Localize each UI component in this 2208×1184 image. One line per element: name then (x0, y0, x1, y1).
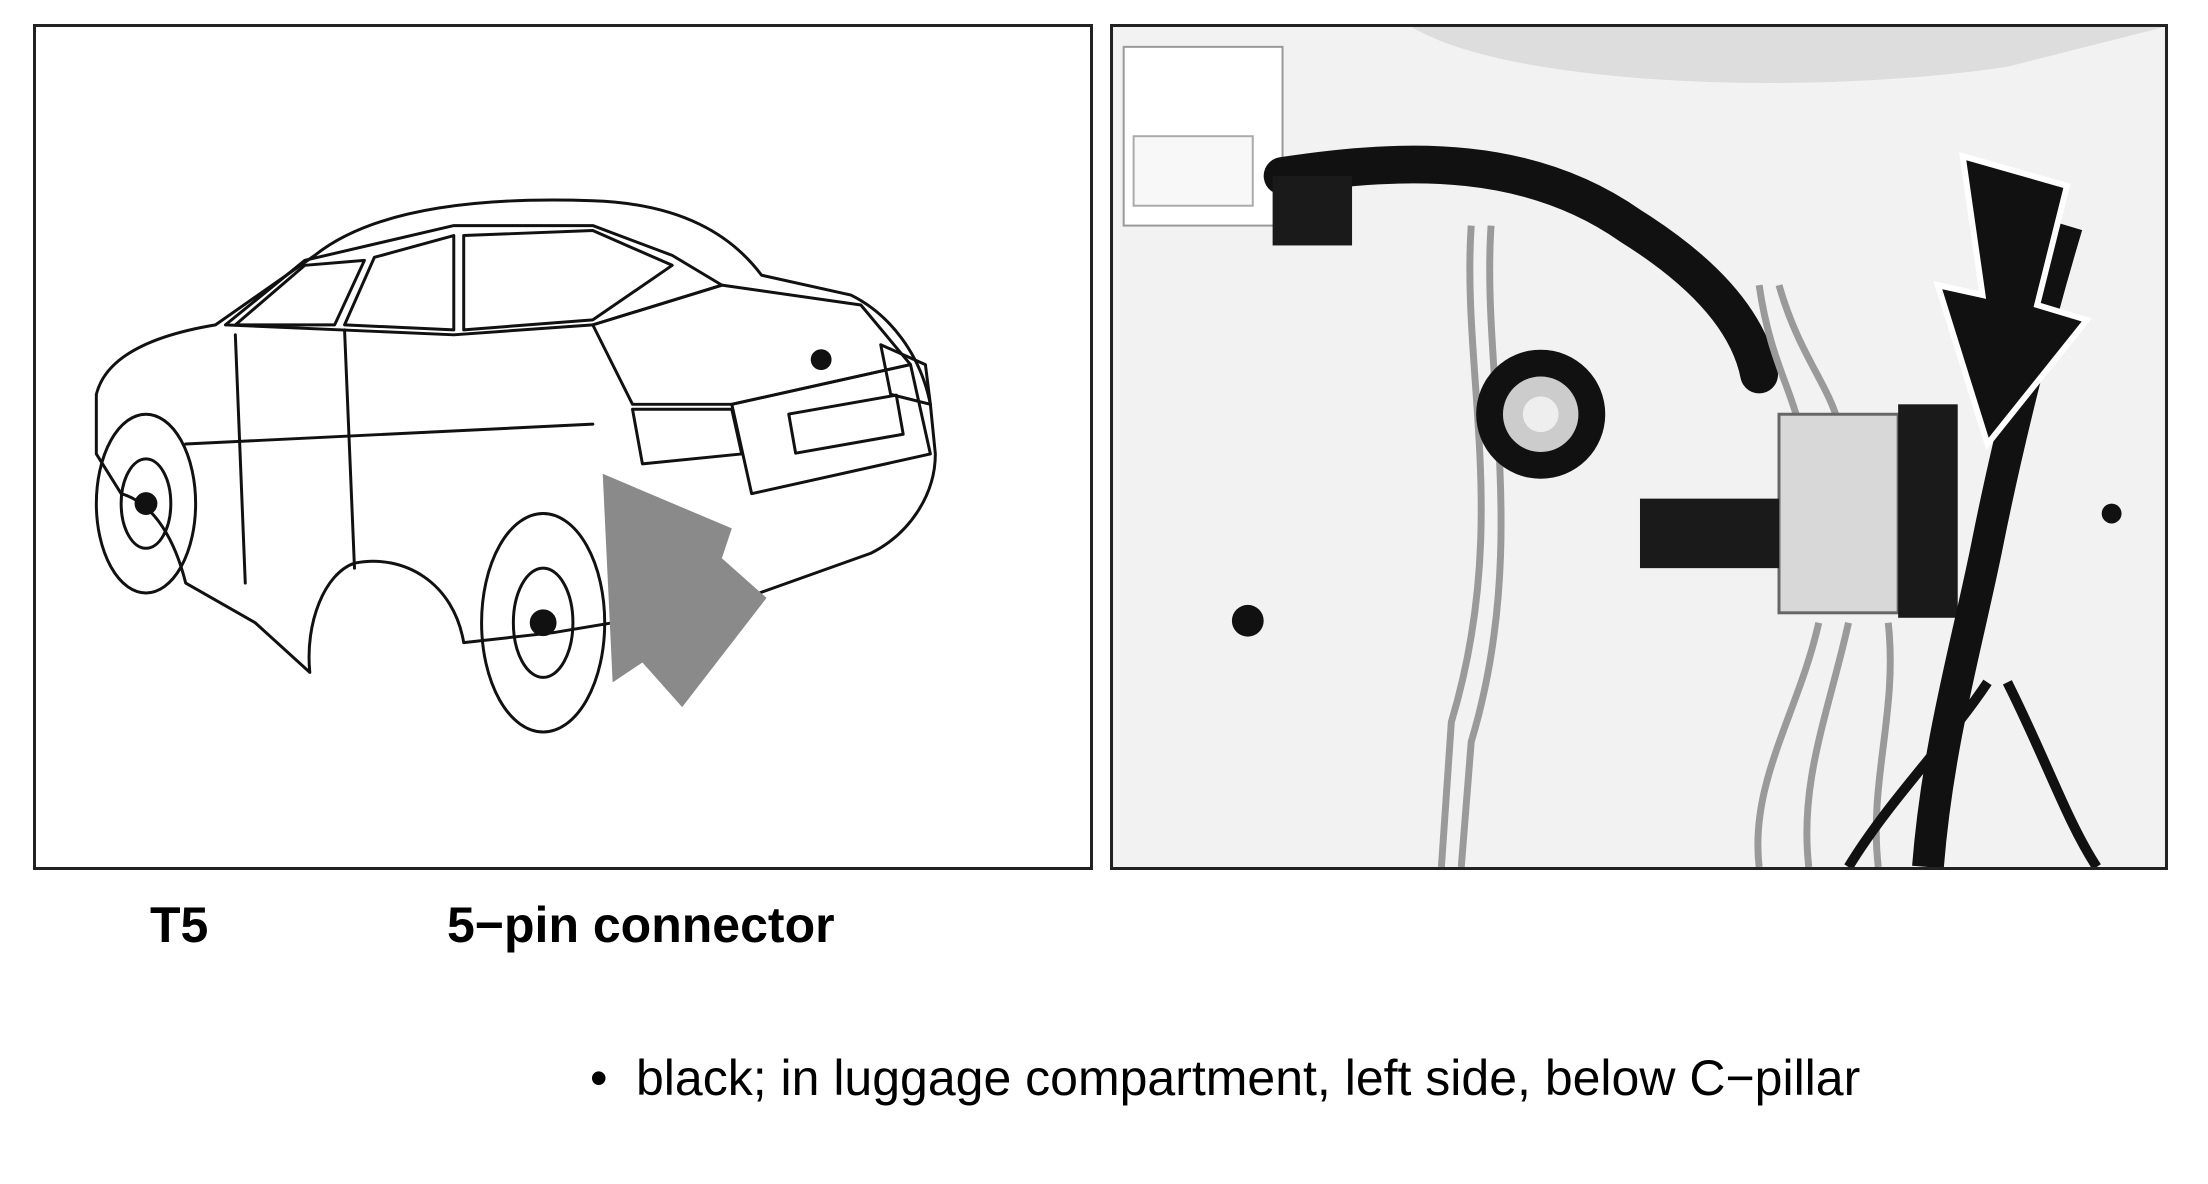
license-plate (787, 393, 905, 455)
black-plug (1272, 175, 1353, 246)
connector-code: T5 (150, 897, 209, 953)
wire-harness (1263, 145, 1779, 394)
pointer-arrow (1933, 151, 2092, 451)
front-wheel (94, 412, 198, 595)
rear-window (462, 229, 674, 332)
rear-door-window (233, 258, 366, 327)
rear-panel (730, 363, 932, 496)
connector-t5 (1898, 404, 1958, 618)
front-door-window (343, 234, 456, 332)
wiring-photo-drawing (1113, 27, 2165, 867)
car-illustration (33, 24, 1093, 870)
wheels (94, 412, 607, 734)
car-drawing (94, 198, 937, 734)
connector-description: • black; in luggage compartment, left si… (590, 1046, 1890, 1110)
hole-right (2101, 503, 2122, 524)
bullet-marker: • (590, 1050, 608, 1106)
side-plug (1639, 498, 1779, 569)
location-arrow (602, 473, 767, 708)
description-text: black; in luggage compartment, left side… (636, 1050, 1861, 1106)
emblem (810, 349, 832, 371)
connector-name: 5−pin connector (447, 897, 835, 953)
wiring-photo (1110, 24, 2168, 870)
hole-left (1231, 604, 1264, 637)
tail-light-left (631, 407, 744, 466)
tail-light-right (879, 343, 932, 406)
connector-block (1777, 412, 1900, 615)
rear-wheel (480, 512, 607, 734)
car-roof (223, 224, 724, 337)
